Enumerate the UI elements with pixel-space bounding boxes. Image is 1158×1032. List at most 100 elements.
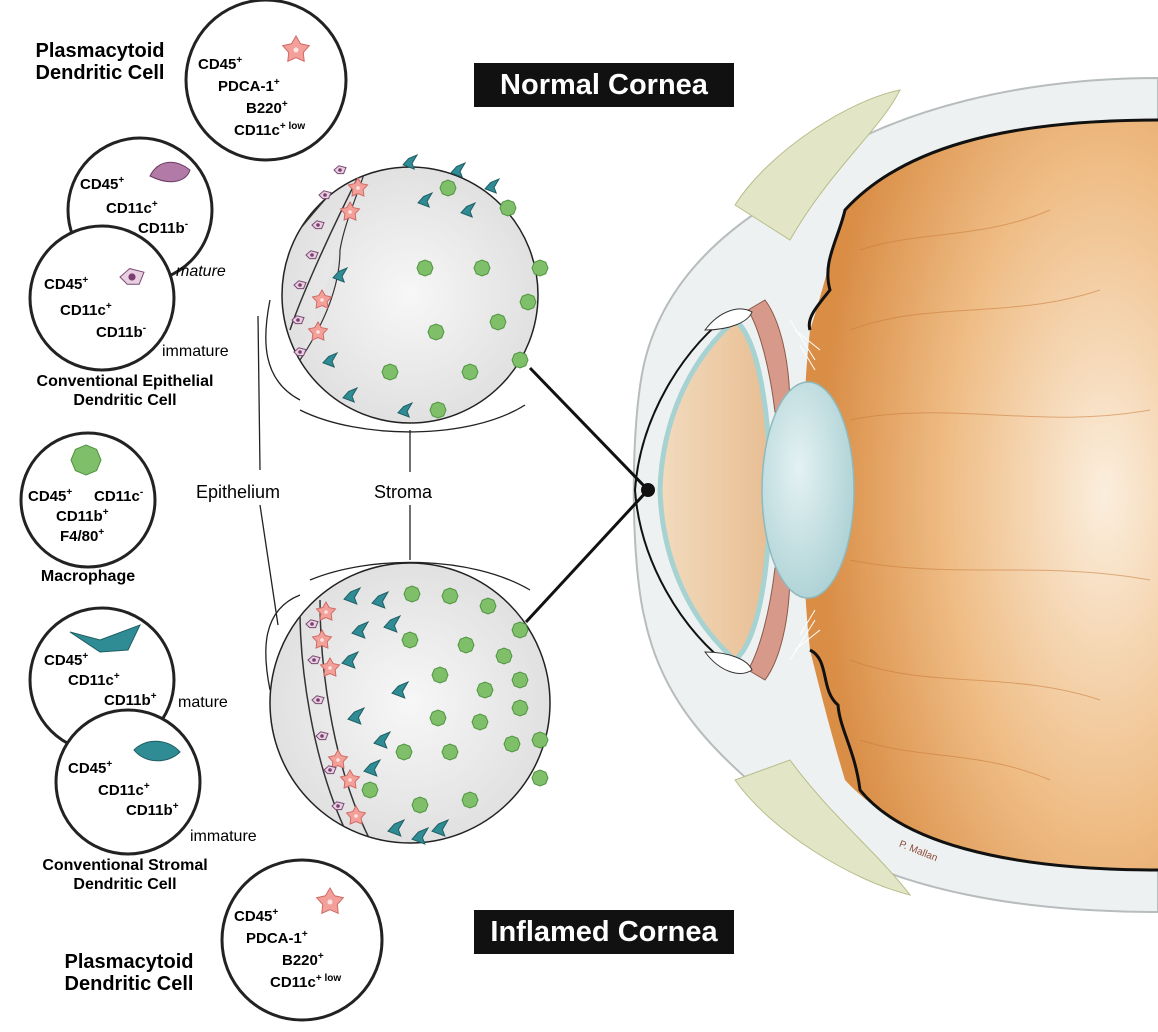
- inflamed-pdc-4-nucleus: [348, 778, 352, 782]
- normal-macrophage-2: [532, 260, 548, 276]
- stromal-mature-marker-3: CD11b+: [104, 692, 157, 709]
- inflamed-macrophage-11: [472, 714, 488, 730]
- stromal-mature-stage: mature: [178, 694, 228, 712]
- inflamed-cornea-banner: Inflamed Cornea: [474, 910, 734, 954]
- pdc-top-icon-nucleus: [293, 47, 298, 52]
- normal-macrophage-6: [462, 364, 478, 380]
- inflamed-macrophage-7: [432, 667, 448, 683]
- inflamed-epithelial-dc-1-nucleus: [312, 658, 316, 662]
- epithelial-mature-marker-2: CD11c+: [106, 200, 158, 217]
- normal-pdc-1-nucleus: [348, 210, 352, 214]
- macrophage-marker-3: CD11b+: [56, 508, 109, 525]
- inflamed-macrophage-10: [430, 710, 446, 726]
- normal-cornea-banner: Normal Cornea: [474, 63, 734, 107]
- inflamed-macrophage-3: [512, 622, 528, 638]
- stroma-label: Stroma: [374, 482, 432, 503]
- normal-macrophage-11: [430, 402, 446, 418]
- epithelial-immature-marker-1: CD45+: [44, 276, 88, 293]
- lens: [762, 382, 854, 598]
- epithelial-immature-marker-3: CD11b-: [96, 324, 146, 341]
- normal-epithelial-dc-4-nucleus: [298, 283, 302, 287]
- inflamed-pdc-1-nucleus: [320, 638, 324, 642]
- inflamed-epithelial-dc-3-nucleus: [320, 734, 324, 738]
- inflamed-macrophage-12: [512, 700, 528, 716]
- epithelial-immature-circle: [30, 226, 174, 370]
- pdc-top-marker-4: CD11c+ low: [234, 122, 305, 139]
- inflamed-macrophage-8: [477, 682, 493, 698]
- inflamed-epithelial-dc-5-nucleus: [336, 804, 340, 808]
- inflamed-macrophage-1: [442, 588, 458, 604]
- stromal-immature-marker-3: CD11b+: [126, 802, 179, 819]
- normal-macrophage-9: [520, 294, 536, 310]
- pdc-top-marker-2: PDCA-1+: [218, 78, 280, 95]
- inflamed-macrophage-5: [458, 637, 474, 653]
- pdc-bottom-marker-2: PDCA-1+: [246, 930, 308, 947]
- normal-macrophage-4: [490, 314, 506, 330]
- inflamed-pdc-2-nucleus: [328, 666, 332, 670]
- normal-macrophage-5: [382, 364, 398, 380]
- inflamed-macrophage-20: [532, 770, 548, 786]
- inflamed-macrophage-2: [480, 598, 496, 614]
- normal-epithelial-dc-3-nucleus: [310, 253, 314, 257]
- normal-pdc-2-nucleus: [320, 298, 324, 302]
- eye-interior: [803, 120, 1158, 870]
- inflamed-macrophage-17: [462, 792, 478, 808]
- normal-pdc-0-nucleus: [356, 186, 360, 190]
- inflamed-pdc-0-nucleus: [324, 610, 328, 614]
- inflamed-macrophage-6: [496, 648, 512, 664]
- pdc-bottom-icon-nucleus: [327, 899, 332, 904]
- epithelium-label: Epithelium: [196, 482, 280, 503]
- inflamed-macrophage-14: [442, 744, 458, 760]
- stromal-mature-marker-1: CD45+: [44, 652, 88, 669]
- normal-epithelial-dc-2-nucleus: [316, 223, 320, 227]
- normal-macrophage-8: [440, 180, 456, 196]
- macrophage-title: Macrophage: [0, 567, 176, 586]
- epithelial-immature-marker-2: CD11c+: [60, 302, 112, 319]
- pdc-top-marker-1: CD45+: [198, 56, 242, 73]
- inflamed-epithelial-dc-4-nucleus: [328, 768, 332, 772]
- normal-pdc-3-nucleus: [316, 330, 320, 334]
- epithelial-mature-marker-3: CD11b-: [138, 220, 188, 237]
- inflamed-macrophage-13: [396, 744, 412, 760]
- normal-epithelial-dc-1-nucleus: [323, 193, 327, 197]
- inflamed-cornea-inset: [270, 563, 550, 843]
- epithelial-mature-marker-1: CD45+: [80, 176, 124, 193]
- stromal-mature-marker-2: CD11c+: [68, 672, 120, 689]
- inflamed-macrophage-18: [412, 797, 428, 813]
- stromal-immature-stage: immature: [190, 828, 257, 846]
- normal-epithelial-dc-0-nucleus: [338, 168, 342, 172]
- epithelial-immature-icon-nucleus: [128, 273, 135, 280]
- macrophage-icon: [71, 445, 101, 475]
- macrophage-marker-4: F4/80+: [60, 528, 104, 545]
- normal-epithelial-dc-5-nucleus: [296, 318, 300, 322]
- epithelial-immature-stage: immature: [162, 343, 229, 361]
- normal-macrophage-1: [474, 260, 490, 276]
- inflamed-epithelial-dc-2-nucleus: [316, 698, 320, 702]
- inflamed-pdc-3-nucleus: [336, 758, 340, 762]
- stromal-immature-marker-2: CD11c+: [98, 782, 150, 799]
- pdc-bottom-marker-4: CD11c+ low: [270, 974, 341, 991]
- normal-macrophage-3: [428, 324, 444, 340]
- pdc-bottom-marker-1: CD45+: [234, 908, 278, 925]
- inflamed-macrophage-9: [512, 672, 528, 688]
- normal-macrophage-10: [512, 352, 528, 368]
- inflamed-macrophage-16: [532, 732, 548, 748]
- pdc-bottom-marker-3: B220+: [282, 952, 324, 969]
- cornea-point: [641, 483, 655, 497]
- inflamed-pdc-5-nucleus: [354, 814, 358, 818]
- pdc-top-marker-3: B220+: [246, 100, 288, 117]
- inflamed-epithelial-dc-0-nucleus: [310, 622, 314, 626]
- eye-cross-section: [634, 78, 1158, 912]
- inflamed-macrophage-0: [404, 586, 420, 602]
- epithelial-mature-stage: mature: [176, 263, 226, 281]
- stromal-immature-marker-1: CD45+: [68, 760, 112, 777]
- inflamed-macrophage-15: [504, 736, 520, 752]
- normal-cornea-inset: [282, 150, 538, 423]
- normal-macrophage-7: [500, 200, 516, 216]
- inflamed-macrophage-19: [362, 782, 378, 798]
- inflamed-macrophage-4: [402, 632, 418, 648]
